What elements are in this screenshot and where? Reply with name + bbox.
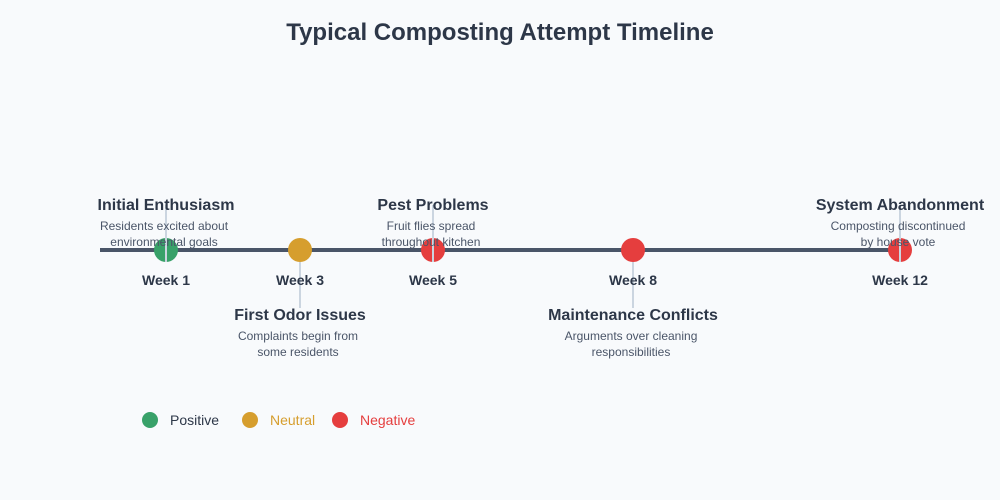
legend-swatch-negative — [332, 412, 348, 428]
legend-label-positive: Positive — [170, 412, 219, 428]
event-title: Initial Enthusiasm — [98, 197, 235, 214]
event-title: Pest Problems — [377, 197, 488, 214]
legend-label-neutral: Neutral — [270, 412, 315, 428]
event-description: some residents — [257, 345, 338, 359]
event-description: throughout kitchen — [382, 235, 481, 249]
event-week-label: Week 12 — [872, 272, 928, 288]
legend-swatch-positive — [142, 412, 158, 428]
event-week-label: Week 3 — [276, 272, 324, 288]
event-week-label: Week 5 — [409, 272, 457, 288]
event-week-label: Week 1 — [142, 272, 190, 288]
event-description: responsibilities — [592, 345, 671, 359]
legend-label-negative: Negative — [360, 412, 415, 428]
event-description: Residents excited about — [100, 219, 229, 233]
event-description: by house vote — [861, 235, 936, 249]
event-title: Maintenance Conflicts — [548, 307, 718, 324]
event-description: Arguments over cleaning — [565, 329, 698, 343]
event-description: Composting discontinued — [831, 219, 966, 233]
event-description: Fruit flies spread — [387, 219, 476, 233]
event-marker — [288, 238, 312, 262]
event-week-label: Week 8 — [609, 272, 657, 288]
event-marker — [621, 238, 645, 262]
event-description: Complaints begin from — [238, 329, 358, 343]
event-title: System Abandonment — [816, 197, 985, 214]
event-description: environmental goals — [110, 235, 217, 249]
diagram-title: Typical Composting Attempt Timeline — [286, 19, 714, 46]
event-title: First Odor Issues — [234, 307, 366, 324]
legend-swatch-neutral — [242, 412, 258, 428]
